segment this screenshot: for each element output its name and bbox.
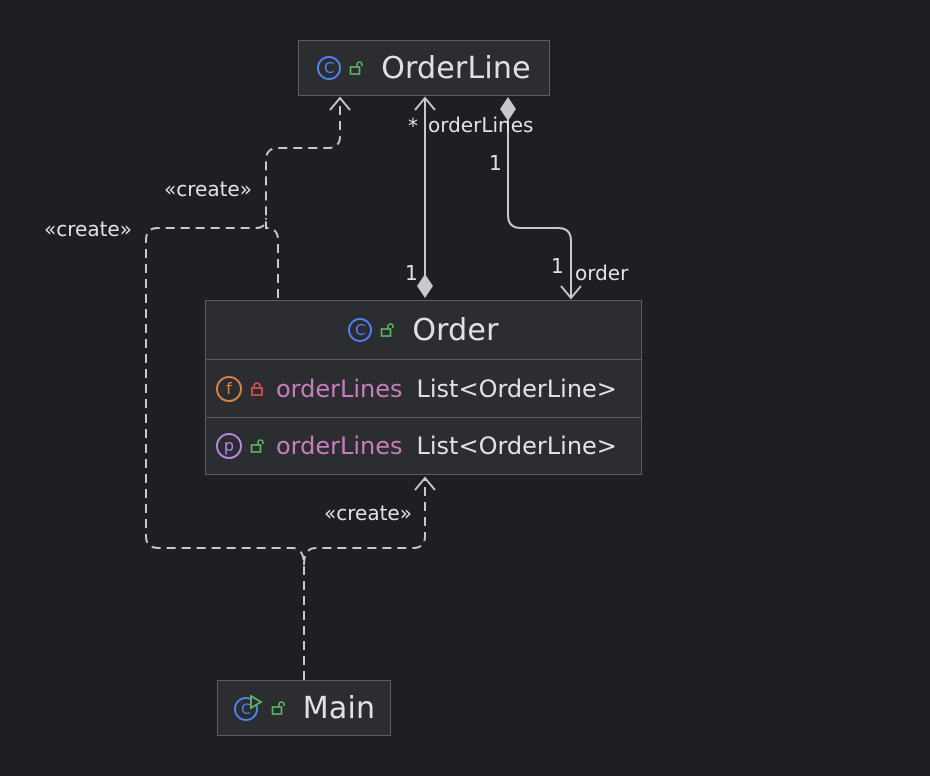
multiplicity-label: 1 bbox=[405, 261, 418, 285]
member-row-field[interactable]: f orderLines List<OrderLine> bbox=[206, 359, 641, 417]
multiplicity-label: 1 bbox=[489, 151, 502, 175]
arrowhead-icon bbox=[329, 96, 351, 111]
arrowhead-icon bbox=[414, 476, 436, 491]
member-type: List<OrderLine> bbox=[416, 432, 617, 460]
class-icon: C bbox=[317, 56, 342, 80]
stereotype-label: «create» bbox=[164, 177, 252, 201]
class-icon: C bbox=[348, 318, 373, 342]
runnable-class-icon: C bbox=[233, 694, 263, 721]
stereotype-label: «create» bbox=[324, 501, 412, 525]
class-name: Order bbox=[412, 312, 499, 348]
class-icon-letter: C bbox=[241, 702, 251, 718]
edge-order-to-orderline bbox=[414, 96, 436, 298]
class-node-order[interactable]: C Order f orderLines List<OrderLine> p o… bbox=[205, 300, 642, 475]
class-name: Main bbox=[302, 690, 376, 726]
edge-orderline-to-order bbox=[500, 97, 582, 300]
public-visibility-icon bbox=[381, 323, 395, 337]
composition-diamond-icon bbox=[417, 274, 433, 298]
member-name: orderLines bbox=[276, 374, 403, 403]
member-row-property[interactable]: p orderLines List<OrderLine> bbox=[206, 417, 641, 474]
role-label: orderLines bbox=[428, 113, 534, 137]
edge-main-create-orderline bbox=[145, 217, 305, 680]
public-visibility-icon bbox=[271, 701, 285, 715]
multiplicity-label: * bbox=[408, 114, 418, 138]
node-header: C OrderLine bbox=[299, 41, 549, 95]
stereotype-label: «create» bbox=[44, 217, 132, 241]
class-node-main[interactable]: C Main bbox=[217, 680, 391, 736]
public-visibility-icon bbox=[250, 439, 264, 453]
property-icon: p bbox=[216, 433, 242, 459]
edge-main-create-order bbox=[303, 478, 426, 566]
member-type: List<OrderLine> bbox=[416, 374, 617, 403]
composition-diamond-icon bbox=[500, 97, 516, 121]
arrowhead-icon bbox=[560, 285, 582, 300]
public-visibility-icon bbox=[349, 61, 364, 75]
edge-order-create-orderline bbox=[265, 98, 341, 298]
arrowhead-icon bbox=[414, 96, 436, 111]
field-icon: f bbox=[216, 375, 242, 402]
run-icon bbox=[249, 694, 263, 710]
role-label: order bbox=[575, 261, 629, 285]
member-name: orderLines bbox=[276, 432, 403, 460]
private-visibility-icon bbox=[251, 381, 263, 396]
node-header: C Main bbox=[218, 681, 390, 735]
class-name: OrderLine bbox=[381, 50, 531, 86]
class-node-orderline[interactable]: C OrderLine bbox=[298, 40, 550, 96]
multiplicity-label: 1 bbox=[551, 254, 564, 278]
node-header: C Order bbox=[206, 301, 641, 359]
